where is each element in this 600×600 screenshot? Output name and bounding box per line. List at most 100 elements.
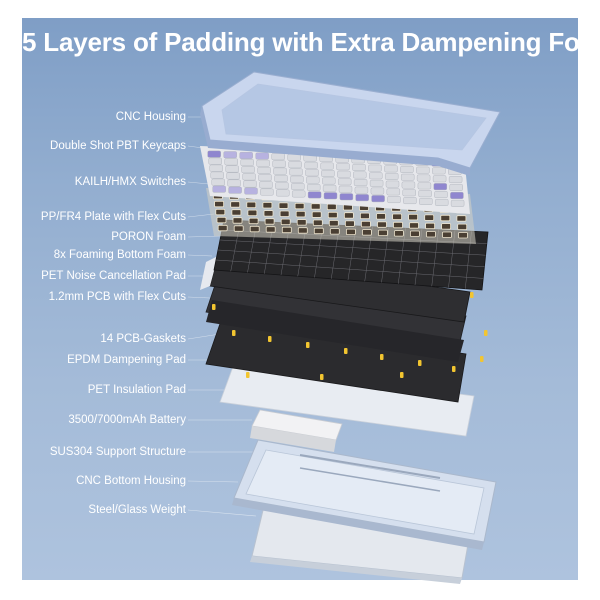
switch (279, 210, 290, 217)
keycap (320, 162, 334, 170)
switch (311, 211, 322, 218)
label-poron-foam: PORON Foam (111, 231, 186, 243)
label-battery: 3500/7000mAh Battery (68, 414, 186, 426)
keycap (400, 165, 414, 173)
steel-glass-weight-edge (250, 556, 462, 584)
label-pcb-gaskets: 14 PCB-Gaskets (100, 333, 186, 345)
gasket (320, 374, 324, 380)
switch (249, 225, 260, 233)
leader-line (187, 296, 211, 299)
switch (424, 214, 435, 221)
gasket (306, 342, 310, 348)
leader-line (187, 509, 257, 517)
label-bottom-foam: 8x Foaming Bottom Foam (53, 249, 186, 261)
keycap (241, 166, 255, 174)
gasket (232, 330, 236, 336)
switch (377, 229, 388, 237)
keycap (272, 160, 286, 168)
switch (457, 223, 468, 231)
keycap (416, 166, 430, 174)
keycap (369, 172, 383, 180)
switch (343, 212, 354, 219)
keycap (275, 182, 289, 190)
plate-grid-line (215, 259, 484, 279)
keycap (257, 166, 271, 174)
keycap (385, 172, 399, 180)
keycap (370, 187, 385, 195)
keycap (276, 189, 290, 197)
plate-grid-line (219, 239, 486, 256)
sus304-support-structure (299, 454, 441, 479)
switch (231, 209, 242, 216)
cnc-housing-opening (221, 83, 487, 151)
switch (294, 202, 305, 210)
switch (408, 213, 419, 221)
keycap (322, 184, 337, 192)
switch (328, 220, 339, 227)
gasket (268, 336, 272, 342)
keycap (401, 173, 415, 181)
keycap (449, 183, 463, 191)
leader-line (187, 235, 223, 238)
keycap (273, 167, 287, 175)
switch (312, 219, 323, 226)
keycap (239, 151, 253, 159)
keycap (384, 165, 398, 173)
keycap (207, 150, 221, 158)
keycap (240, 159, 254, 167)
switch (329, 228, 340, 235)
switch (295, 210, 306, 218)
label-keycaps: Double Shot PBT Keycaps (50, 140, 186, 152)
switch (426, 231, 436, 238)
keycap (260, 188, 274, 196)
switch (248, 217, 259, 225)
switch (232, 217, 243, 224)
switch (230, 201, 241, 208)
switch (456, 215, 467, 222)
keycap (288, 161, 302, 169)
switch (440, 214, 451, 222)
keycap (403, 197, 417, 205)
keycap (371, 195, 385, 203)
keycap (228, 186, 242, 194)
keycap (211, 178, 225, 186)
keycap (225, 165, 239, 173)
keycap (244, 187, 258, 195)
pet-noise-pad (200, 256, 218, 290)
switch (217, 224, 228, 232)
switch (360, 220, 371, 228)
switch (264, 218, 275, 225)
keycap (210, 171, 224, 179)
gasket (470, 292, 474, 298)
pcb-gaskets (212, 292, 488, 380)
switch (216, 216, 227, 224)
keycap (450, 191, 464, 199)
cnc-bottom-housing-lip (232, 498, 484, 550)
switch (345, 228, 356, 236)
switch (441, 223, 452, 230)
plate-grid-line (217, 249, 485, 268)
gasket (246, 372, 250, 378)
keycap (337, 170, 351, 178)
gasket (480, 356, 484, 362)
keycap (242, 173, 256, 181)
switch (310, 203, 321, 210)
keycap (433, 183, 447, 191)
label-plate: PP/FR4 Plate with Flex Cuts (40, 211, 186, 223)
keycap (448, 176, 463, 184)
switch (214, 200, 225, 208)
switch (247, 209, 258, 217)
keycap (402, 189, 416, 197)
keycap (226, 172, 240, 180)
leader-line (187, 213, 215, 218)
pcb-lower (206, 300, 464, 362)
keycap (369, 179, 384, 187)
switch (361, 229, 372, 236)
switch (233, 225, 244, 232)
keycap (321, 169, 335, 177)
keycap (223, 151, 237, 159)
switch (377, 221, 387, 228)
keycap (322, 177, 336, 185)
